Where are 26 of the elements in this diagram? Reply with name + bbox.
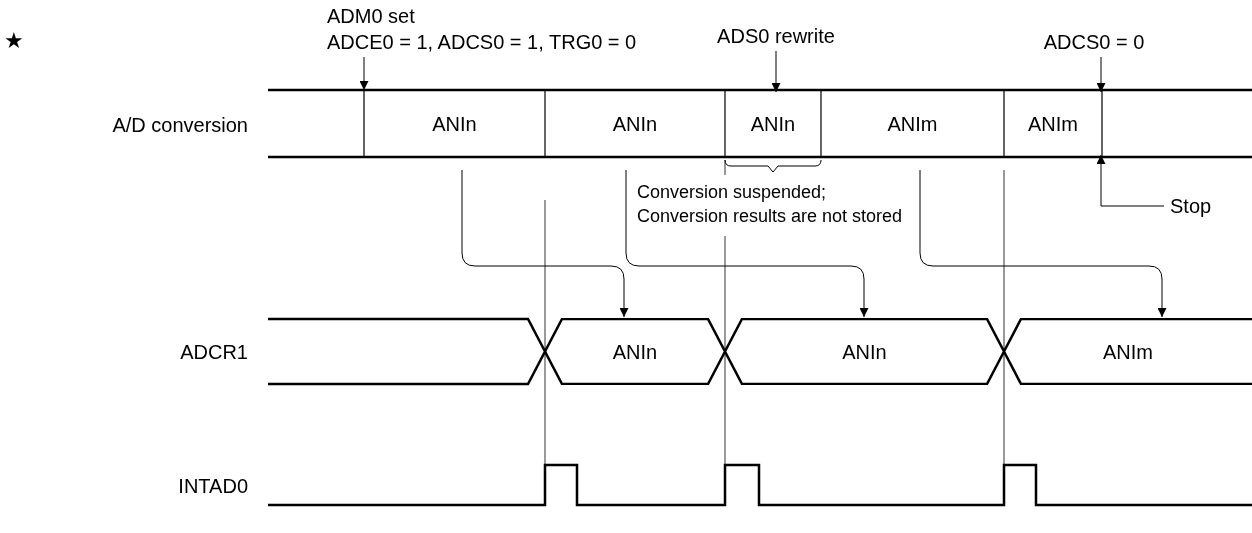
arrow bbox=[919, 169, 1167, 318]
segment-label: ANIn bbox=[750, 111, 796, 137]
annotation-text: ADCS0 = 0 bbox=[1043, 30, 1145, 55]
segment-label: ANIm bbox=[887, 111, 938, 137]
annotation-text: Stop bbox=[1170, 194, 1212, 219]
segment-label: ANIn bbox=[612, 111, 658, 137]
arrow bbox=[1096, 154, 1165, 207]
annotation-text: ADCE0 = 1, ADCS0 = 1, TRG0 = 0 bbox=[327, 30, 637, 55]
note-text: Conversion suspended; bbox=[637, 181, 828, 204]
segment-label: ANIm bbox=[1103, 339, 1153, 365]
segment-label: ANIn bbox=[842, 339, 887, 365]
segment-label: ANIn bbox=[612, 339, 658, 365]
arrow bbox=[461, 169, 629, 318]
signal-label: INTAD0 bbox=[177, 474, 248, 499]
star-mark: ★ bbox=[4, 28, 25, 54]
annotation-text: ADM0 set bbox=[327, 4, 415, 29]
signal-label: A/D conversion bbox=[111, 113, 248, 138]
arrow bbox=[359, 56, 369, 91]
arrow bbox=[625, 169, 869, 318]
segment-label: ANIn bbox=[432, 111, 477, 137]
signal-label: ADCR1 bbox=[179, 340, 248, 365]
annotation-text: ADS0 rewrite bbox=[717, 24, 835, 49]
note-text: Conversion results are not stored bbox=[637, 205, 904, 228]
arrow bbox=[771, 50, 781, 93]
arrow bbox=[1096, 56, 1106, 93]
segment-label: ANIm bbox=[1028, 111, 1078, 137]
